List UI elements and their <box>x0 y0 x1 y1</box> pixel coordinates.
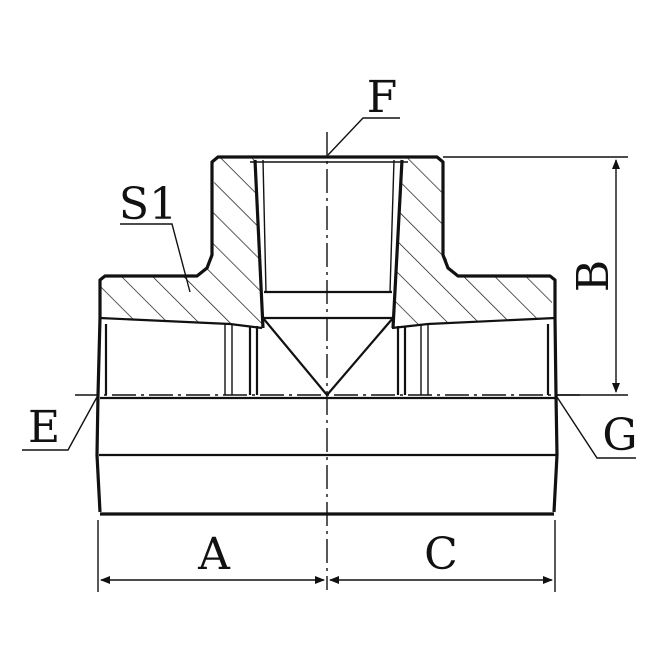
center-lines <box>75 132 580 590</box>
label-c: C <box>424 529 458 580</box>
run-bore <box>99 316 556 395</box>
upper-outline <box>98 155 557 318</box>
dimension-b: B <box>443 156 628 396</box>
leader-f <box>327 117 400 156</box>
section-hatch <box>100 158 552 328</box>
branch-bore <box>250 159 408 396</box>
leader-s1 <box>120 223 191 293</box>
left-end-face <box>95 317 102 513</box>
leader-callouts: F S1 E G <box>22 72 638 461</box>
drill-point-right <box>326 317 394 396</box>
leader-g <box>556 396 636 459</box>
left-run-thread-top <box>99 316 263 330</box>
label-g: G <box>602 410 637 461</box>
drill-point-left <box>262 317 328 396</box>
branch-bore-left-wall <box>253 159 265 329</box>
label-a: A <box>197 529 231 580</box>
label-f: F <box>367 72 398 123</box>
branch-bore-right-wall <box>391 159 404 329</box>
leader-e <box>22 396 98 451</box>
label-b: B <box>568 260 619 292</box>
branch-thread-right <box>389 159 395 293</box>
dimension-a-c: A C <box>97 520 556 592</box>
label-e: E <box>28 402 60 453</box>
right-end-face <box>552 317 559 513</box>
right-hatched-section <box>392 158 552 328</box>
label-s1: S1 <box>119 179 177 230</box>
branch-thread-left <box>262 159 267 293</box>
left-hatched-section <box>100 158 262 328</box>
